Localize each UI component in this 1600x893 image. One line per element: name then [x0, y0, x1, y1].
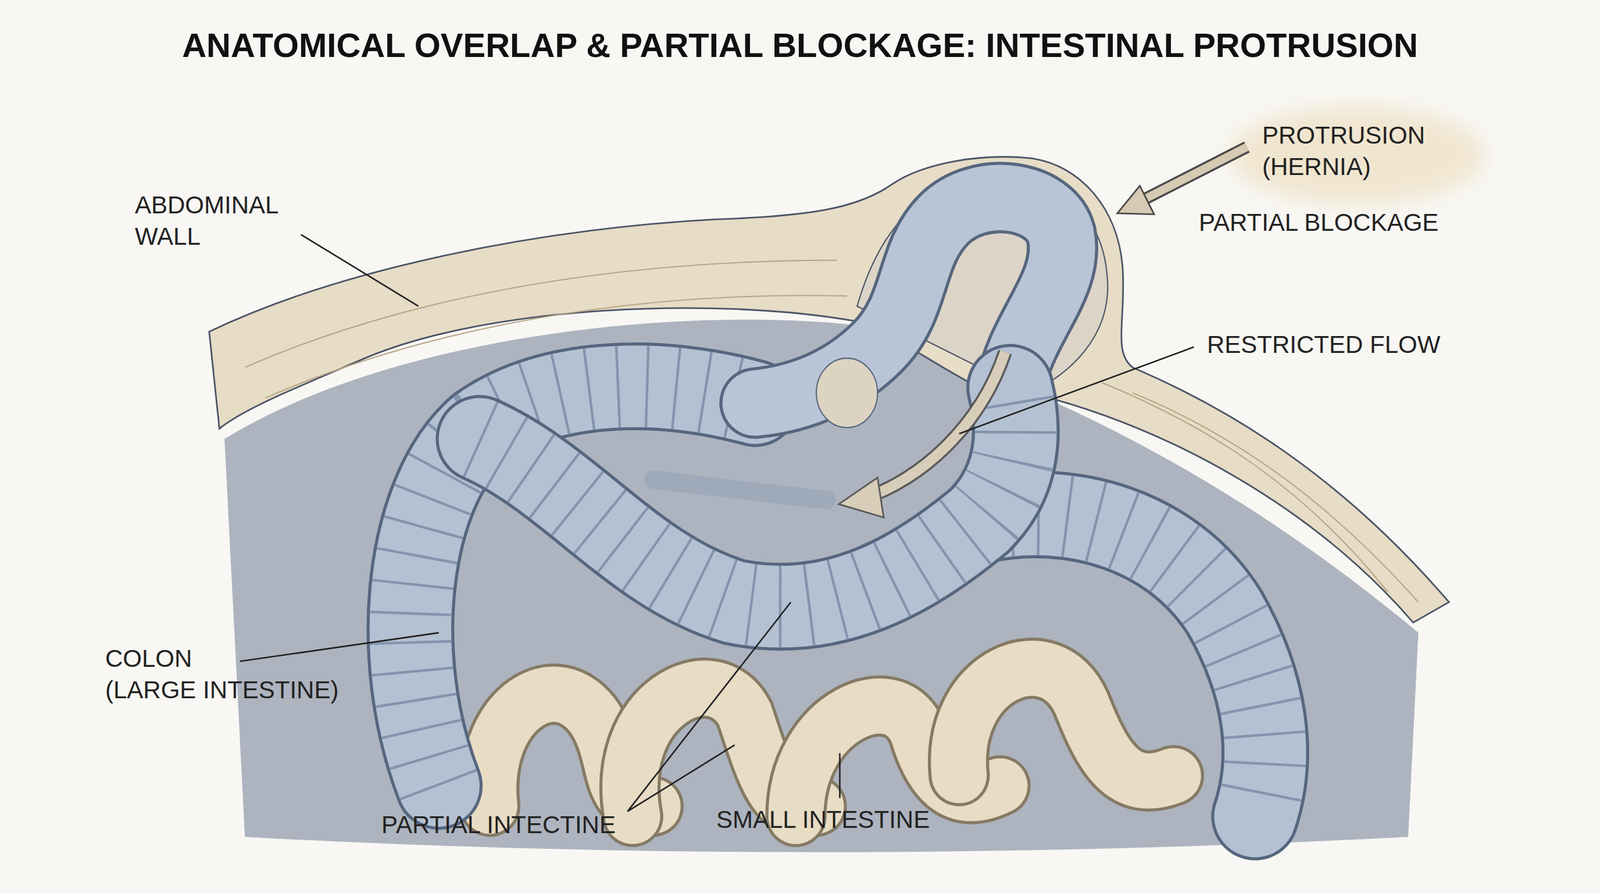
leader-lines: [239, 234, 1194, 812]
blockage-point: [816, 358, 878, 428]
colon: [410, 197, 1266, 817]
part-label: PROTRUSION (HERNIA): [1262, 119, 1542, 183]
muscle-fiber: [244, 260, 837, 368]
colon-outline: [479, 387, 1016, 607]
leader-line: [301, 234, 419, 307]
part-label: RESTRICTED FLOW: [1206, 329, 1568, 361]
leader-line: [959, 347, 1195, 434]
leader-line: [627, 744, 735, 812]
part-label: PARTIAL INTECTINE: [381, 809, 707, 841]
haustra: [979, 514, 1266, 817]
leader-line: [838, 753, 841, 799]
flow-band: [652, 479, 827, 500]
flow-arrows: [652, 147, 1247, 518]
leader-line: [627, 602, 791, 812]
colon-segment: [979, 514, 1266, 817]
small-intestine: [488, 668, 1174, 817]
leader-line: [239, 632, 439, 662]
loop: [958, 668, 1174, 781]
part-label: SMALL INTESTINE: [716, 804, 1042, 836]
flow-arrow-head: [838, 477, 884, 518]
haustra: [479, 387, 1016, 607]
pointer-arrow-outline: [1143, 147, 1248, 200]
part-label: PARTIAL BLOCKAGE: [1198, 206, 1560, 239]
part-label: ABDOMINAL WALL: [134, 189, 321, 253]
pointer-arrow: [1143, 147, 1248, 200]
abdominal-cavity: [224, 319, 1419, 853]
colon-segment: [479, 387, 1016, 607]
loop-outline: [958, 668, 1174, 781]
pointer-arrow-head: [1117, 185, 1155, 214]
colon-outline: [979, 514, 1266, 817]
diagram-title: ANATOMICAL OVERLAP & PARTIAL BLOCKAGE: I…: [0, 25, 1600, 65]
part-label: COLON (LARGE INTESTINE): [105, 643, 408, 706]
